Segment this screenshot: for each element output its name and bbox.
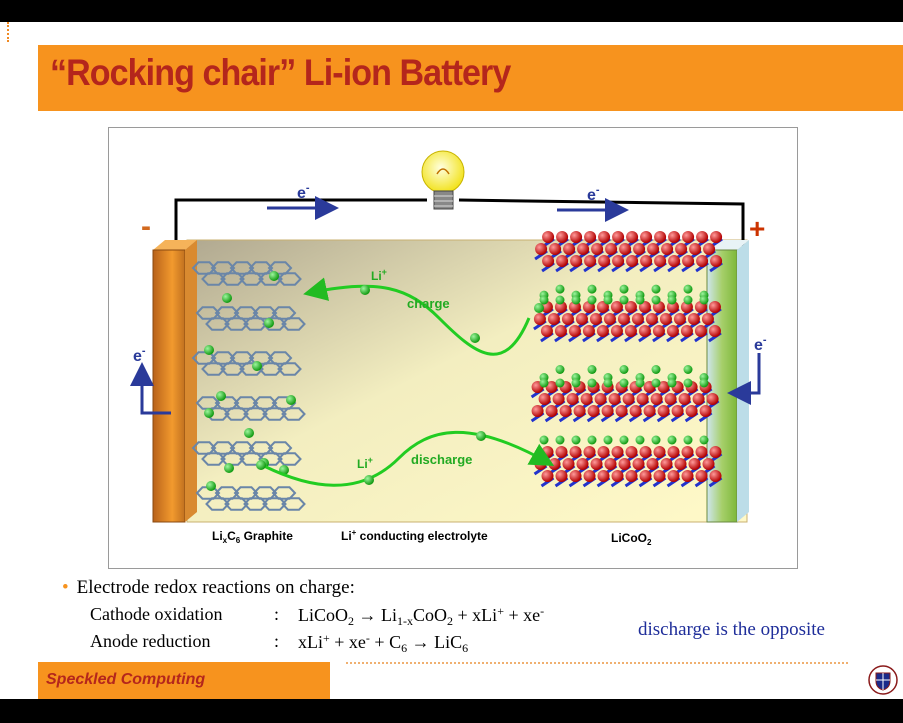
electron-label-right: e- bbox=[587, 184, 600, 204]
plus-terminal-label: + bbox=[749, 213, 765, 244]
colon-2: : bbox=[274, 631, 280, 651]
minus-terminal-label: - bbox=[141, 210, 151, 243]
electron-label-side-right: e- bbox=[754, 334, 767, 354]
university-crest-icon bbox=[868, 665, 898, 695]
discharge-label: discharge bbox=[411, 452, 472, 467]
electron-label-left: e- bbox=[297, 182, 310, 202]
charge-label: charge bbox=[407, 296, 450, 311]
slide-title: “Rocking chair” Li-ion Battery bbox=[50, 52, 511, 93]
charge-path bbox=[303, 277, 544, 356]
light-bulb-icon bbox=[421, 150, 465, 210]
caption-licoo2: LiCoO2 bbox=[611, 531, 652, 547]
cathode-equation: LiCoO2 → Li1-xCoO2 + xLi+ + xe- bbox=[298, 604, 545, 628]
footer-divider bbox=[346, 662, 848, 664]
bullet-text: Electrode redox reactions on charge: bbox=[76, 577, 355, 598]
slide: “Rocking chair” Li-ion Battery bbox=[0, 22, 903, 699]
decorative-divider bbox=[7, 22, 9, 42]
bullet-marker: • bbox=[62, 577, 69, 598]
caption-graphite: LixC6 Graphite bbox=[212, 529, 293, 545]
li-ion-label-bottom: Li+ bbox=[357, 455, 373, 471]
electron-label-side-left: e- bbox=[133, 345, 146, 365]
li-ion-label-top: Li+ bbox=[371, 267, 387, 283]
anode-label: Anode reduction bbox=[90, 631, 211, 651]
negative-electrode bbox=[152, 240, 197, 523]
title-bar: “Rocking chair” Li-ion Battery bbox=[38, 45, 903, 111]
cathode-label: Cathode oxidation bbox=[90, 604, 223, 624]
discharge-note: discharge is the opposite bbox=[638, 619, 825, 640]
caption-electrolyte: Li+ conducting electrolyte bbox=[341, 528, 488, 543]
wire-circuit bbox=[174, 198, 745, 246]
footer-text: Speckled Computing bbox=[46, 671, 206, 688]
bullet-item: • Electrode redox reactions on charge: bbox=[62, 577, 355, 599]
electron-flow-arrows bbox=[130, 196, 761, 415]
anode-equation: xLi+ + xe- + C6 → LiC6 bbox=[298, 631, 469, 655]
graphite-lattice bbox=[191, 261, 306, 511]
colon-1: : bbox=[274, 604, 280, 624]
battery-diagram: e- e- e- e- - + Li+ charge Li+ discharge… bbox=[108, 127, 798, 569]
footer-bar: Speckled Computing bbox=[38, 662, 330, 699]
discharge-path bbox=[256, 430, 555, 487]
